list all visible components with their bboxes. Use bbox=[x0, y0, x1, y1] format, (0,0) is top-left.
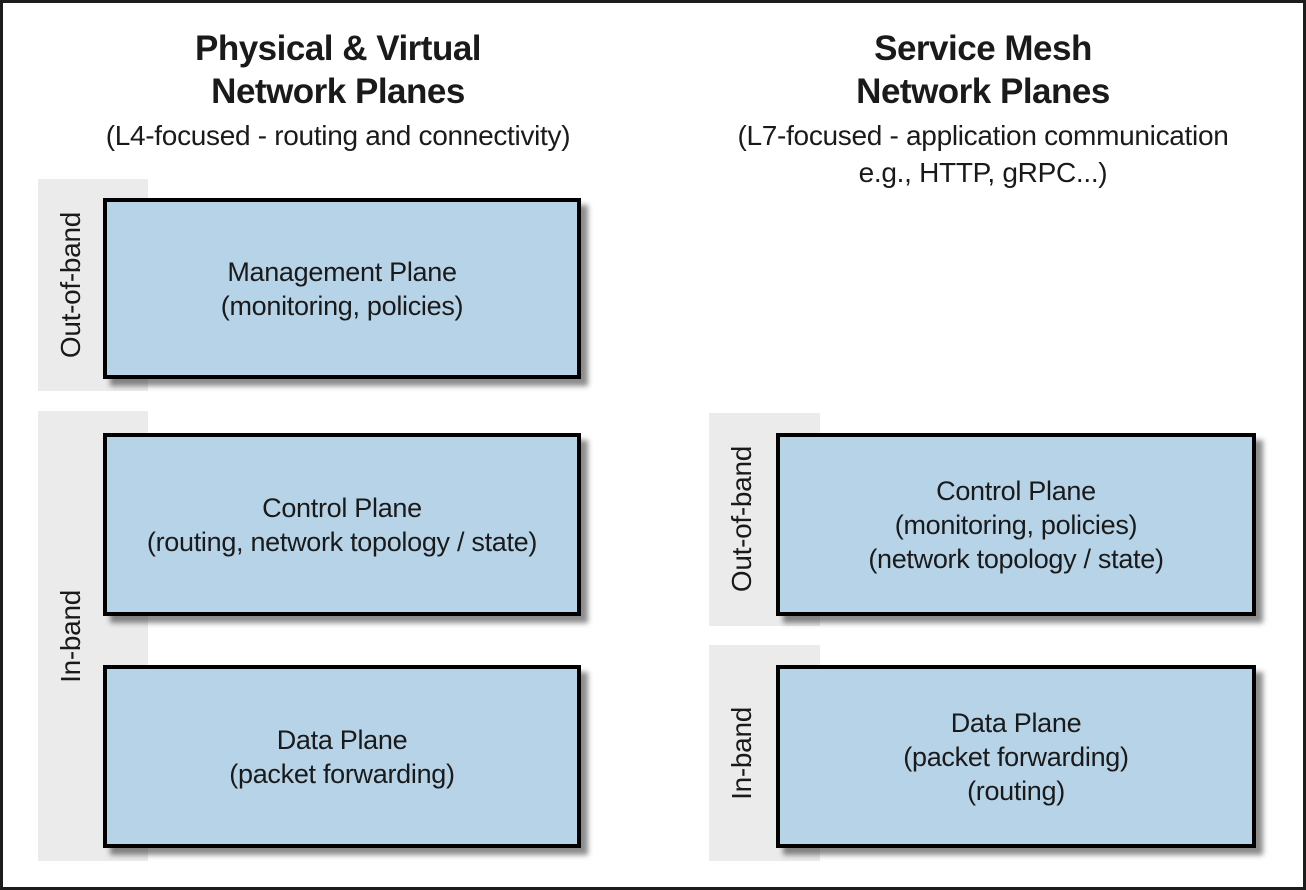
left-control-plane-desc: (routing, network topology / state) bbox=[146, 526, 538, 557]
left-title-line-1: Physical & Virtual bbox=[194, 29, 482, 68]
right-subtitle-line-2: e.g., HTTP, gRPC...) bbox=[858, 157, 1108, 188]
right-control-plane-desc-1: (monitoring, policies) bbox=[894, 509, 1138, 540]
management-plane-box: Management Plane (monitoring, policies) bbox=[103, 198, 581, 379]
management-plane-name: Management Plane bbox=[227, 256, 457, 287]
left-subtitle: (L4-focused - routing and connectivity) bbox=[105, 120, 571, 151]
management-plane-desc: (monitoring, policies) bbox=[220, 290, 464, 321]
right-control-plane-name: Control Plane bbox=[936, 475, 1096, 506]
left-in-band-label: In-band bbox=[55, 589, 86, 683]
right-data-plane-desc-2: (routing) bbox=[967, 775, 1065, 806]
right-subtitle-line-1: (L7-focused - application communication bbox=[737, 120, 1229, 151]
left-data-plane-box: Data Plane (packet forwarding) bbox=[103, 665, 581, 848]
left-column-heading: Physical & Virtual Network Planes (L4-fo… bbox=[33, 27, 643, 154]
left-in-band-label-zone: In-band bbox=[38, 411, 104, 861]
left-title-line-2: Network Planes bbox=[211, 72, 465, 111]
right-control-plane-box: Control Plane (monitoring, policies) (ne… bbox=[776, 433, 1256, 616]
left-out-of-band-label: Out-of-band bbox=[55, 211, 86, 359]
right-data-plane-name: Data Plane bbox=[950, 707, 1082, 738]
right-data-plane-box: Data Plane (packet forwarding) (routing) bbox=[776, 665, 1256, 848]
left-data-plane-desc: (packet forwarding) bbox=[229, 758, 455, 789]
left-control-plane-name: Control Plane bbox=[262, 492, 422, 523]
right-in-band-label-zone: In-band bbox=[709, 645, 775, 861]
right-out-of-band-label: Out-of-band bbox=[726, 446, 757, 593]
right-out-of-band-label-zone: Out-of-band bbox=[709, 413, 775, 626]
left-out-of-band-label-zone: Out-of-band bbox=[38, 179, 104, 391]
left-control-plane-box: Control Plane (routing, network topology… bbox=[103, 433, 581, 616]
right-column-heading: Service Mesh Network Planes (L7-focused … bbox=[663, 27, 1303, 191]
right-title-line-1: Service Mesh bbox=[874, 29, 1092, 68]
right-title-line-2: Network Planes bbox=[856, 72, 1110, 111]
right-control-plane-desc-2: (network topology / state) bbox=[868, 543, 1164, 574]
right-data-plane-desc-1: (packet forwarding) bbox=[903, 741, 1129, 772]
right-in-band-label: In-band bbox=[726, 706, 757, 800]
left-data-plane-name: Data Plane bbox=[276, 724, 408, 755]
